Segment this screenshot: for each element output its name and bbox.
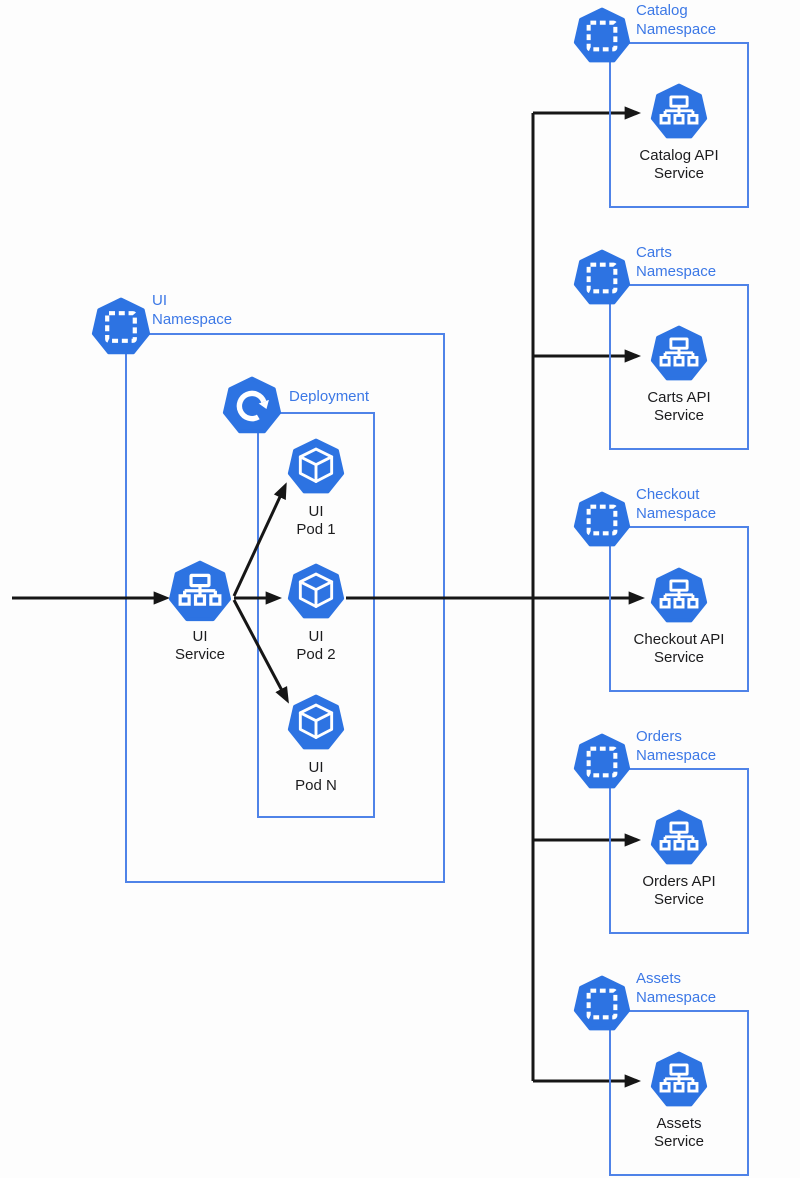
orders-api-service-label: Orders API Service — [642, 873, 716, 908]
ui-service-icon — [168, 560, 232, 624]
catalog-namespace-icon — [573, 7, 631, 65]
ui-pod-n-icon — [287, 694, 345, 752]
checkout-api-service-label: Checkout API Service — [633, 631, 725, 666]
orders-namespace-icon — [573, 733, 631, 791]
assets-namespace-group: Assets Namespace Assets Service — [573, 970, 758, 1178]
ui-namespace-label: UI Namespace — [152, 292, 233, 328]
orders-namespace-label: Orders Namespace — [636, 728, 717, 764]
ui-pod-2-icon — [287, 563, 345, 621]
assets-service-label: Assets Service — [653, 1115, 705, 1150]
catalog-api-service-label: Catalog API Service — [639, 147, 719, 182]
checkout-namespace-icon — [573, 491, 631, 549]
orders-api-service-icon — [650, 809, 708, 867]
checkout-api-service-icon — [650, 567, 708, 625]
assets-namespace-icon — [573, 975, 631, 1033]
checkout-namespace-group: Checkout Namespace Checkout API Service — [573, 486, 758, 696]
assets-namespace-label: Assets Namespace — [636, 970, 717, 1006]
ui-pod-1-label: UI Pod 1 — [296, 503, 336, 538]
carts-namespace-icon — [573, 249, 631, 307]
carts-namespace-box — [609, 284, 749, 450]
carts-namespace-group: Carts Namespace Carts API Service — [573, 244, 758, 454]
ui-pod-1-icon — [287, 438, 345, 496]
assets-service-icon — [650, 1051, 708, 1109]
carts-api-service-icon — [650, 325, 708, 383]
ui-pod-n-label: UI Pod N — [295, 759, 337, 794]
checkout-namespace-box — [609, 526, 749, 692]
catalog-namespace-label: Catalog Namespace — [636, 2, 717, 38]
catalog-namespace-group: Catalog Namespace Catalog API Service — [573, 2, 758, 212]
assets-namespace-box — [609, 1010, 749, 1176]
ui-pod-2-label: UI Pod 2 — [296, 628, 336, 663]
ui-namespace-icon — [91, 297, 151, 357]
orders-namespace-group: Orders Namespace Orders API Service — [573, 728, 758, 938]
catalog-api-service-icon — [650, 83, 708, 141]
carts-namespace-label: Carts Namespace — [636, 244, 717, 280]
carts-api-service-label: Carts API Service — [647, 389, 711, 424]
catalog-namespace-box — [609, 42, 749, 208]
deployment-icon — [222, 376, 282, 436]
checkout-namespace-label: Checkout Namespace — [636, 486, 717, 522]
ui-namespace-box — [125, 333, 445, 883]
deployment-label: Deployment — [289, 388, 370, 405]
ui-service-label: UI Service — [174, 628, 226, 663]
orders-namespace-box — [609, 768, 749, 934]
